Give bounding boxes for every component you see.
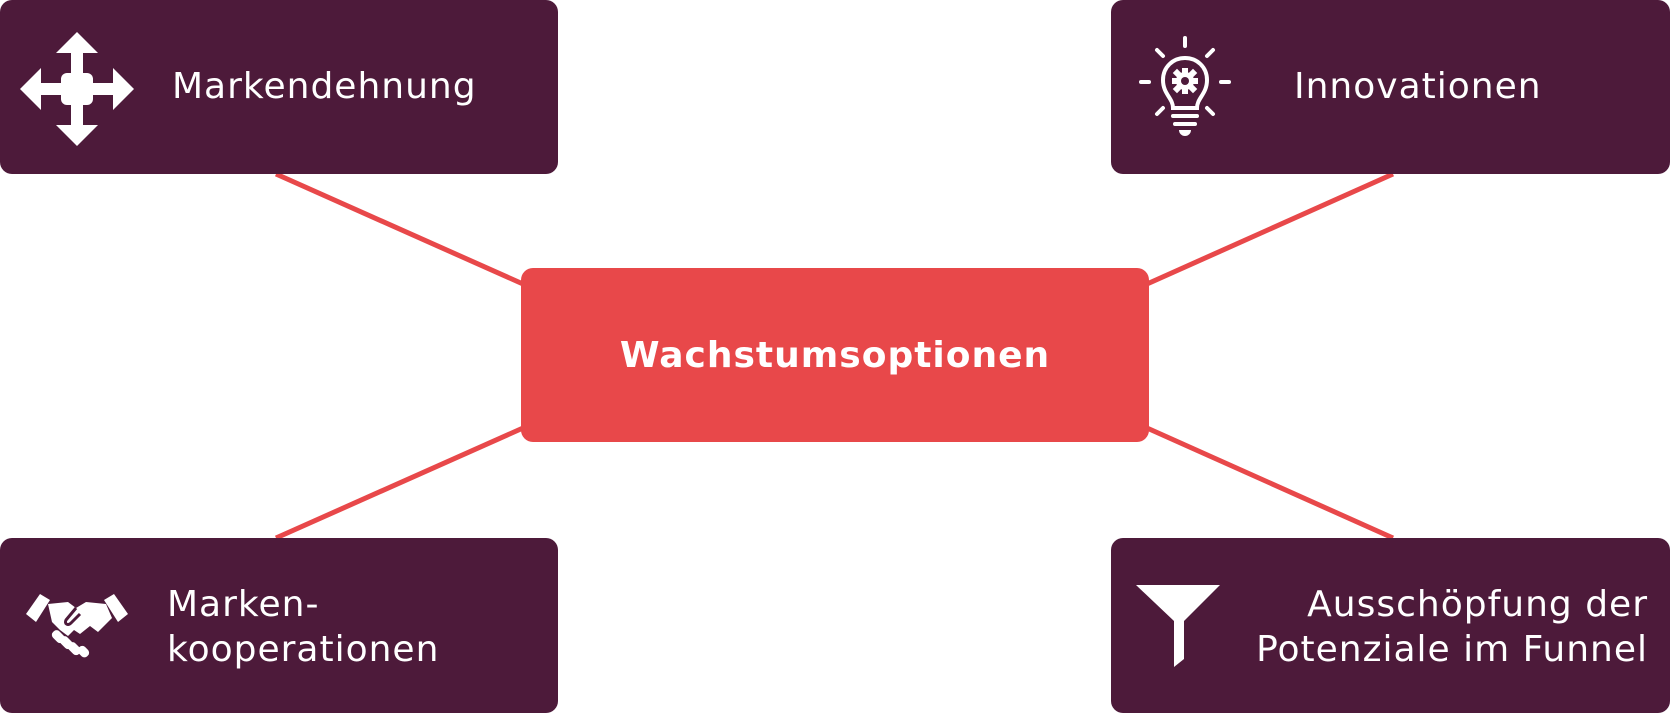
node-label-line2: kooperationen: [167, 629, 440, 670]
node-label: Markendehnung: [172, 66, 477, 107]
handshake-icon: [24, 592, 130, 662]
node-label-line1: Marken-: [167, 584, 320, 625]
node-label-line2: Potenziale im Funnel: [1256, 629, 1648, 670]
node-innovationen: Innovationen: [1111, 0, 1670, 174]
node-markenkooperationen: Marken- kooperationen: [0, 538, 558, 713]
lightbulb-gear-icon: [1137, 36, 1233, 140]
center-node-wachstumsoptionen: Wachstumsoptionen: [521, 268, 1149, 442]
connector-top-left: [274, 171, 525, 287]
connector-bottom-left: [274, 425, 525, 541]
funnel-icon: [1136, 585, 1220, 667]
expand-arrows-icon: [20, 32, 134, 146]
node-ausschoepfung-potenziale: Ausschöpfung der Potenziale im Funnel: [1111, 538, 1670, 713]
center-title: Wachstumsoptionen: [619, 334, 1051, 376]
connector-bottom-right: [1145, 425, 1395, 541]
node-label: Innovationen: [1294, 66, 1542, 107]
node-markendehnung: Markendehnung: [0, 0, 558, 174]
node-label-line1: Ausschöpfung der: [1307, 584, 1648, 625]
connector-top-right: [1145, 171, 1395, 287]
